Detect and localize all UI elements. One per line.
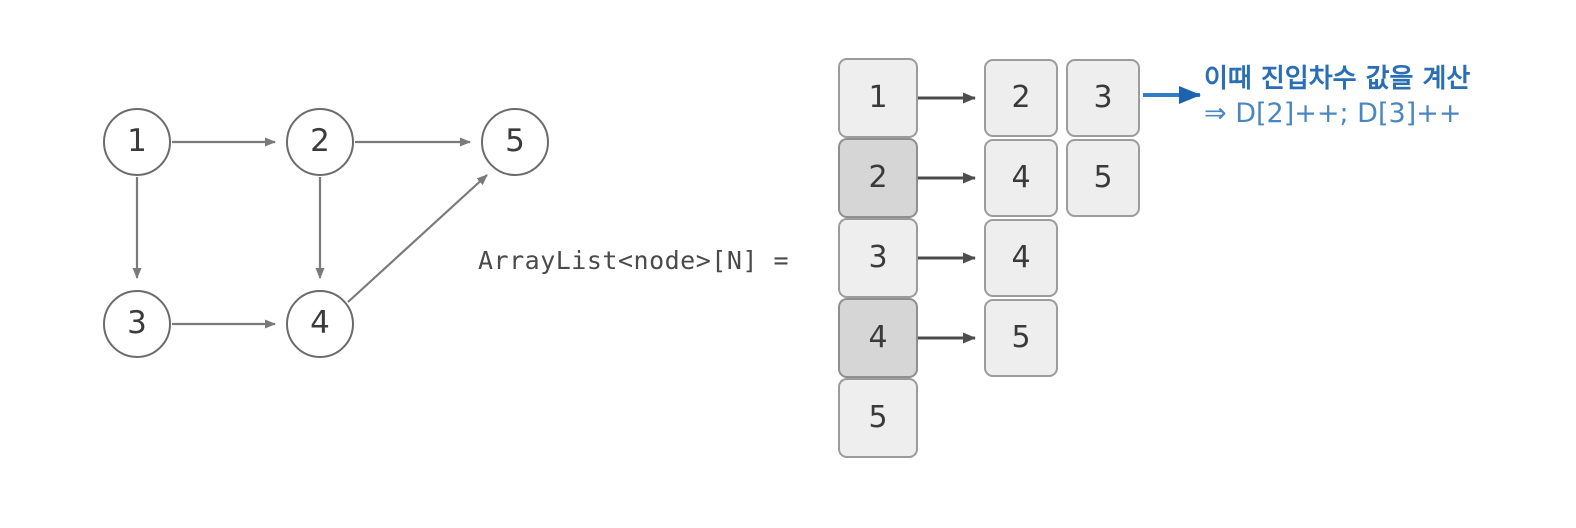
graph-node-5-label: 5 (505, 122, 525, 159)
annotation-line-2: ⇒ D[2]++; D[3]++ (1204, 98, 1462, 130)
graph-node-5: 5 (481, 108, 549, 176)
list-index-cell-5[interactable]: 5 (838, 378, 918, 458)
list-neighbor-cell-3-0[interactable]: 4 (984, 219, 1058, 297)
graph-node-4-label: 4 (310, 304, 330, 341)
annotation-line-1: 이때 진입차수 값을 계산 (1204, 64, 1471, 94)
list-index-cell-3[interactable]: 3 (838, 218, 918, 298)
list-index-label-2: 2 (868, 160, 888, 195)
list-neighbor-cell-2-0[interactable]: 4 (984, 139, 1058, 217)
list-index-label-4: 4 (868, 320, 888, 355)
graph-edge-4-5 (347, 174, 488, 303)
graph-node-4: 4 (286, 290, 354, 358)
list-neighbor-label-1-1: 3 (1093, 80, 1113, 115)
list-neighbor-label-2-1: 5 (1093, 160, 1113, 195)
list-index-label-3: 3 (868, 240, 888, 275)
graph-node-1-label: 1 (127, 122, 147, 159)
graph-node-3-label: 3 (127, 304, 147, 341)
list-neighbor-label-2-0: 4 (1011, 160, 1031, 195)
list-neighbor-cell-1-0[interactable]: 2 (984, 59, 1058, 137)
list-index-label-1: 1 (868, 80, 888, 115)
list-index-cell-2[interactable]: 2 (838, 138, 918, 218)
graph-node-3: 3 (103, 290, 171, 358)
graph-node-2-label: 2 (310, 122, 330, 159)
list-neighbor-cell-1-1[interactable]: 3 (1066, 59, 1140, 137)
annotation-text: 이때 진입차수 값을 계산 ⇒ D[2]++; D[3]++ (1204, 62, 1470, 132)
list-index-label-5: 5 (868, 400, 888, 435)
list-index-cell-1[interactable]: 1 (838, 58, 918, 138)
list-neighbor-label-4-0: 5 (1011, 320, 1031, 355)
list-neighbor-cell-4-0[interactable]: 5 (984, 299, 1058, 377)
arraylist-label: ArrayList<node>[N] = (478, 246, 790, 275)
list-neighbor-cell-2-1[interactable]: 5 (1066, 139, 1140, 217)
list-neighbor-label-3-0: 4 (1011, 240, 1031, 275)
list-neighbor-label-1-0: 2 (1011, 80, 1031, 115)
graph-node-2: 2 (286, 108, 354, 176)
list-index-cell-4[interactable]: 4 (838, 298, 918, 378)
graph-node-1: 1 (103, 108, 171, 176)
